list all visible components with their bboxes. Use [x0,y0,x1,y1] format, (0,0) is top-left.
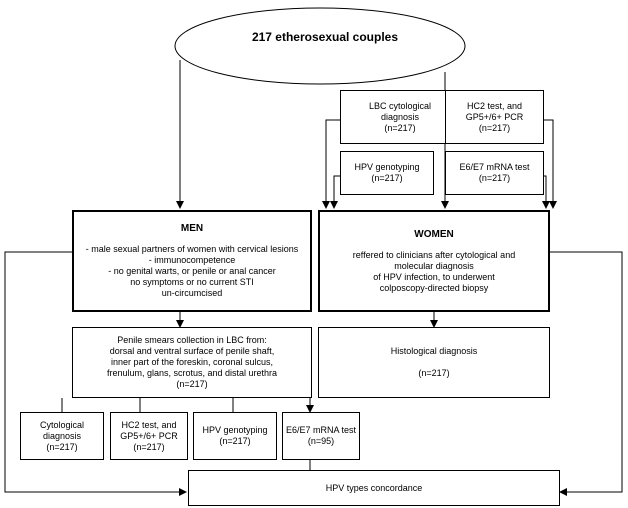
men-criteria-line: no symptoms or no current STI [130,277,254,287]
histology-title: Histological diagnosis [390,346,478,356]
men-criteria-line: un-circumcised [161,288,223,298]
arrow-collection-to-tests [61,398,310,412]
men-box: MEN - male sexual partners of women with… [72,210,312,312]
women-header: WOMEN [414,228,454,240]
women-input-line: (n=217) [478,122,511,133]
collection-line: Penile smears collection in LBC from: [117,335,267,345]
men-test-line: diagnosis [42,430,82,441]
women-input-line: (n=217) [384,122,416,133]
men-test-line: (n=217) [133,441,165,452]
women-input-line: (n=217) [478,173,511,183]
root-title: 217 etherosexual couples [251,30,399,44]
men-test-e6e7: E6/E7 mRNA test (n=95) [282,412,360,460]
men-test-line: E6/E7 mRNA test [285,425,357,435]
women-input-line: diagnosis [380,111,420,122]
men-test-line: (n=217) [219,436,251,446]
men-test-line: HPV genotyping [202,425,268,435]
men-test-hc2: HC2 test, and GP5+/6+ PCR (n=217) [110,412,188,460]
women-input-line: E6/E7 mRNA test [459,162,530,172]
arrow-women-to-concordance [550,251,623,496]
histology-n: (n=217) [418,368,450,378]
men-test-line: GP5+/6+ PCR [120,430,178,441]
women-description-line: molecular diagnosis [394,260,474,271]
men-test-line: (n=217) [46,441,78,452]
women-input-line: HPV genotyping [354,162,420,172]
men-criteria-line: - immunocompetence [148,255,236,265]
men-criteria-line: - no genital warts, or penile or anal ca… [108,266,276,276]
women-description-line: colposcopy-directed biopsy [379,282,489,293]
root-ellipse [174,7,466,85]
women-box: WOMEN reffered to clinicians after cytol… [318,210,550,312]
women-input-e6e7: E6/E7 mRNA test (n=217) [445,151,544,195]
women-input-line: GP5+/6+ PCR [465,111,524,122]
arrow-men-to-concordance [4,251,187,496]
arrow-hpvgen-to-women [330,175,340,209]
penile-collection-box: Penile smears collection in LBC from: do… [72,327,312,398]
collection-line: frenulum, glans, scrotus, and distal ure… [106,368,278,378]
women-description-line: reffered to clinicians after cytological… [352,249,516,260]
women-input-lbc-cytology: LBC cytological diagnosis (n=217) [340,90,460,144]
histology-box: Histological diagnosis (n=217) [318,327,550,398]
arrow-lbc-to-women [322,119,340,209]
women-input-line: LBC cytological [368,100,432,111]
concordance-box: HPV types concordance [188,470,560,506]
men-header: MEN [180,223,204,234]
collection-line: (n=217) [176,379,208,389]
women-input-line: HC2 test, and [466,100,523,111]
men-criteria-line: - male sexual partners of women with cer… [85,244,299,254]
men-test-hpv-genotyping: HPV genotyping (n=217) [193,412,277,460]
collection-line: inner part of the foreskin, coronal sulc… [110,357,274,367]
men-test-line: HC2 test, and [121,419,177,430]
men-test-line: Cytological [39,419,85,430]
women-description-line: of HPV infection, to underwent [373,271,495,282]
women-input-hpv-genotyping: HPV genotyping (n=217) [340,151,434,195]
men-test-cytology: Cytological diagnosis (n=217) [20,412,104,460]
men-test-line: (n=95) [307,436,335,446]
collection-line: dorsal and ventral surface of penile sha… [109,346,275,356]
arrow-e6e7-to-women [542,175,550,209]
concordance-label: HPV types concordance [325,482,423,493]
women-input-line: (n=217) [371,173,403,183]
women-input-hc2: HC2 test, and GP5+/6+ PCR (n=217) [445,90,544,144]
arrow-hc2-to-women [544,119,557,209]
